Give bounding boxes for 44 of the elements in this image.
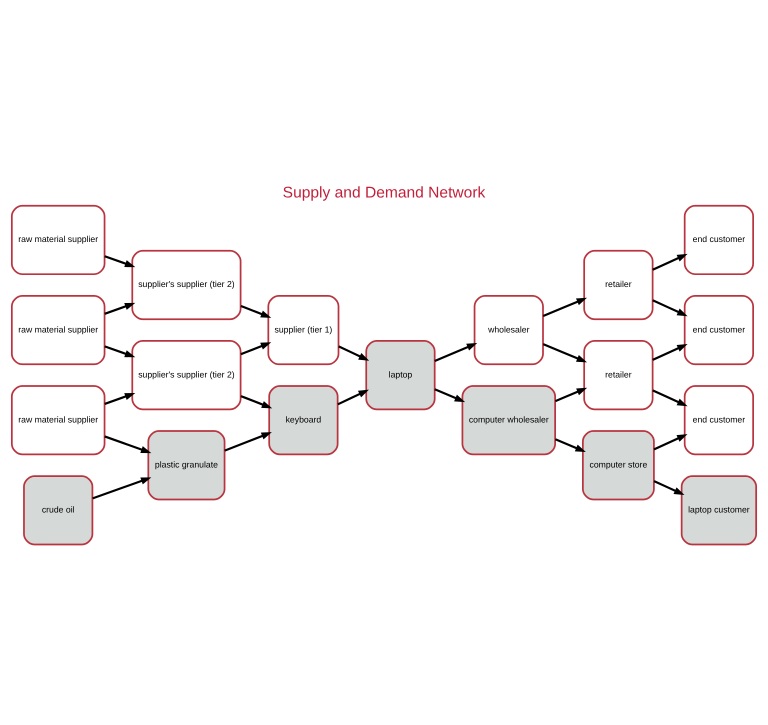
node-box: end customer <box>684 294 754 365</box>
arrow <box>104 434 152 453</box>
arrow <box>652 388 688 406</box>
arrow <box>652 253 688 270</box>
arrow <box>337 389 369 405</box>
arrow <box>654 480 684 494</box>
arrow <box>554 387 588 402</box>
node-box: supplier's supplier (tier 2) <box>131 249 242 320</box>
arrow <box>104 392 136 404</box>
node-box: supplier's supplier (tier 2) <box>131 340 242 410</box>
arrow <box>240 304 272 318</box>
diagram-title: Supply and Demand Network <box>282 184 486 201</box>
arrow <box>240 342 272 355</box>
arrow <box>338 344 370 360</box>
arrow <box>434 388 466 402</box>
arrow <box>104 302 136 314</box>
node-box: retailer <box>583 340 654 410</box>
arrow <box>240 394 272 408</box>
node-box: raw material supplier <box>10 384 106 455</box>
node-box: end customer <box>684 384 754 455</box>
arrow <box>434 342 478 362</box>
arrow <box>92 476 152 499</box>
node-box: computer store <box>582 430 655 500</box>
node-box: raw material supplier <box>10 204 106 275</box>
node-box: laptop customer <box>680 474 758 545</box>
node-box: laptop <box>365 340 436 410</box>
node-box: wholesaler <box>474 294 544 365</box>
node-box: keyboard <box>268 384 338 455</box>
node-box: computer wholesaler <box>462 384 556 455</box>
arrow <box>554 438 586 452</box>
node-box: crude oil <box>23 474 94 545</box>
arrow <box>654 434 688 450</box>
node-box: end customer <box>684 204 754 275</box>
arrow <box>652 298 688 316</box>
arrow <box>542 342 588 362</box>
node-box: supplier (tier 1) <box>267 294 340 365</box>
arrow <box>104 254 136 267</box>
arrow <box>652 343 688 360</box>
node-box: plastic granulate <box>147 430 226 500</box>
arrow <box>542 297 588 317</box>
arrow <box>224 432 272 452</box>
node-box: retailer <box>583 249 654 320</box>
node-box: raw material supplier <box>10 294 106 365</box>
arrow <box>104 344 136 357</box>
